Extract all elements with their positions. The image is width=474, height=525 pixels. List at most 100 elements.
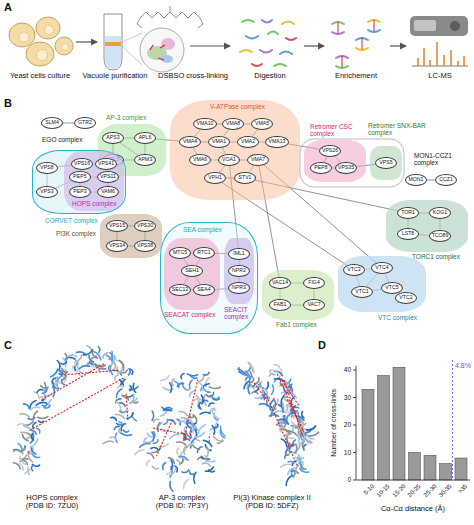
panel-letter: D xyxy=(318,339,326,351)
protein-name: VPS41 xyxy=(98,161,114,166)
lc-ms-instrument xyxy=(429,60,431,66)
protein-structure xyxy=(194,399,202,401)
protein-node: PEP3 xyxy=(69,186,91,198)
protein-structure xyxy=(135,450,144,455)
protein-name: VPS34 xyxy=(109,243,125,248)
protein-structure xyxy=(199,375,205,382)
protein-structure xyxy=(170,481,173,491)
protein-structure xyxy=(185,442,195,446)
protein-structure xyxy=(20,457,26,465)
protein-name: VMA6 xyxy=(193,157,207,162)
crosslink-line xyxy=(63,123,74,124)
protein-structure xyxy=(272,385,274,395)
lc-ms-instrument xyxy=(414,20,436,31)
protein-node: VAM6 xyxy=(97,186,119,198)
protein-name: KOG1 xyxy=(433,210,447,215)
protein-structure xyxy=(289,443,294,446)
protein-structure xyxy=(299,460,303,466)
protein-structure xyxy=(130,386,132,391)
protein-structure xyxy=(92,352,96,356)
protein-structure xyxy=(283,415,285,422)
protein-node: VPS15 xyxy=(106,220,128,232)
lc-ms-instrument xyxy=(417,58,419,66)
protein-structure xyxy=(147,461,150,466)
protein-structure xyxy=(110,365,112,374)
protein-structure xyxy=(180,458,183,464)
protein-structure xyxy=(270,400,273,410)
protein-structure xyxy=(209,434,210,441)
protein-node: CCZ1 xyxy=(435,174,457,186)
protein-structure xyxy=(179,411,187,415)
complex-region: SLM4GTR2EGO complex xyxy=(38,112,98,148)
protein-node: FIG4 xyxy=(303,277,325,289)
protein-structure xyxy=(30,401,36,408)
protein-structure xyxy=(162,407,172,410)
protein-name: SLM4 xyxy=(45,120,59,125)
tick-label: 5-10 xyxy=(363,483,376,496)
protein-node: KOG1 xyxy=(429,207,451,219)
crosslink-line xyxy=(427,180,435,181)
protein-structure xyxy=(181,374,184,379)
protein-node: LST8 xyxy=(397,228,419,240)
protein-structure xyxy=(204,372,210,375)
crosslink-magnifier xyxy=(140,28,184,72)
protein-name: VPS30 xyxy=(137,223,153,228)
protein-node: VOA1 xyxy=(218,154,240,166)
histogram xyxy=(353,360,470,480)
protein-structure xyxy=(302,412,304,418)
crosslink-magnifier xyxy=(161,38,175,50)
protein-structure xyxy=(117,424,126,426)
complex-name: AP-3 complex xyxy=(106,114,166,121)
protein-structure xyxy=(164,409,171,411)
protein-structure xyxy=(293,426,296,432)
protein-structure xyxy=(57,361,60,370)
protein-structure xyxy=(254,383,266,399)
protein-structure xyxy=(122,370,128,373)
protein-structure xyxy=(164,419,168,424)
histogram xyxy=(356,366,357,480)
vacuole-tube xyxy=(122,33,142,42)
protein-name: VAM6 xyxy=(101,189,115,194)
histogram xyxy=(353,370,356,371)
step-arrows xyxy=(76,42,406,46)
protein-structure xyxy=(116,414,125,418)
protein-node: VMA13 xyxy=(265,136,288,148)
protein-structure xyxy=(126,394,128,422)
protein-structure xyxy=(30,430,37,434)
protein-structure xyxy=(151,447,158,449)
protein-structure xyxy=(19,464,23,470)
protein-structure xyxy=(290,407,298,410)
step-arrows xyxy=(76,41,97,42)
complex-region: IML1NPR2NPR3SEACIT complex xyxy=(224,238,254,304)
protein-structure xyxy=(44,383,46,394)
panel-letter: B xyxy=(4,97,12,109)
complex-name: HOPS complex xyxy=(72,200,122,207)
dsbso-structure xyxy=(137,6,203,28)
yeast-cells xyxy=(19,32,29,42)
step-arrows xyxy=(304,45,324,46)
structure-caption: AP-3 complex (PDB ID: 7P3Y) xyxy=(153,494,211,511)
protein-structure xyxy=(55,379,57,388)
protein-structure xyxy=(161,376,170,381)
protein-structure xyxy=(170,383,172,393)
protein-node: SEC13 xyxy=(169,284,191,296)
protein-node: VMA2 xyxy=(237,136,259,148)
protein-structure xyxy=(30,434,33,443)
histogram xyxy=(409,453,421,481)
histogram xyxy=(353,425,356,426)
protein-structure xyxy=(36,428,39,433)
protein-structure xyxy=(274,365,280,369)
protein-structure xyxy=(205,467,213,471)
protein-name: VPH1 xyxy=(208,175,222,180)
protein-name: FIG4 xyxy=(308,280,320,285)
dsbso-structure xyxy=(170,6,171,12)
protein-structure xyxy=(14,449,22,452)
protein-structure xyxy=(68,355,77,357)
protein-node: VPS5 xyxy=(375,157,397,169)
protein-structure xyxy=(299,438,305,444)
protein-structure xyxy=(286,405,288,411)
protein-name: VMA5 xyxy=(255,121,269,126)
protein-structure xyxy=(41,386,48,388)
enriched-peptides xyxy=(342,56,343,67)
protein-structure xyxy=(265,393,297,467)
